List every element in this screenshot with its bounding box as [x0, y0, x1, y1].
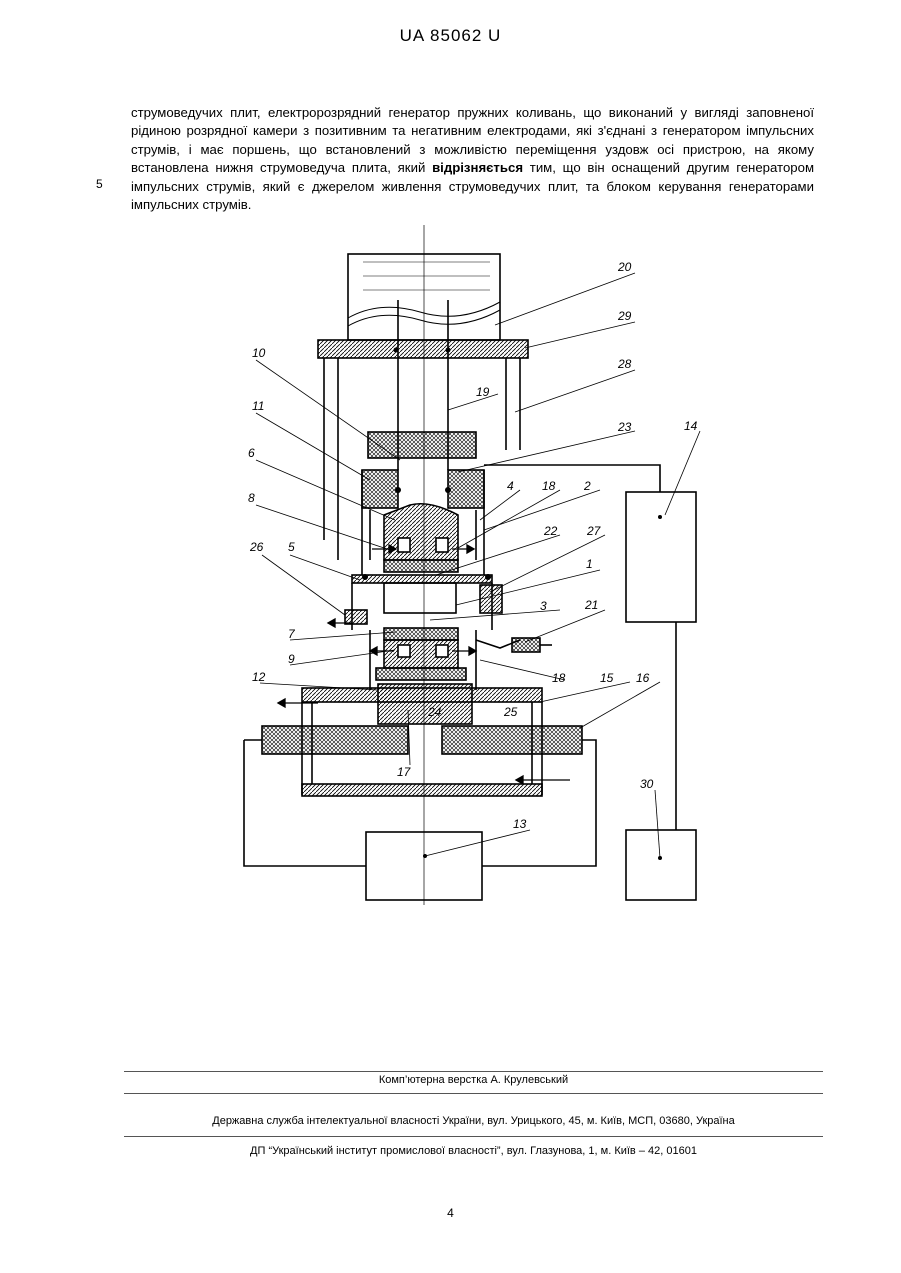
label-18-lower: 18 — [552, 671, 566, 685]
patent-number-header: UA 85062 U — [0, 26, 901, 46]
label-2: 2 — [583, 479, 591, 493]
label-27: 27 — [586, 524, 602, 538]
label-3: 3 — [540, 599, 547, 613]
label-7: 7 — [288, 627, 296, 641]
label-18-upper: 18 — [542, 479, 556, 493]
label-29: 29 — [617, 309, 632, 323]
claim-text: струмоведучих плит, електророзрядний ген… — [131, 104, 814, 214]
label-4: 4 — [507, 479, 514, 493]
footer-institute: ДП “Український інститут промислової вла… — [124, 1145, 823, 1157]
page-number: 4 — [0, 1206, 901, 1220]
line-number: 5 — [96, 177, 103, 191]
label-16: 16 — [636, 671, 650, 685]
technical-drawing: 1 2 3 4 5 6 7 8 9 10 11 12 13 14 15 16 1… — [200, 222, 760, 912]
label-5: 5 — [288, 540, 295, 554]
footer-rule-3 — [124, 1136, 823, 1137]
label-25: 25 — [503, 705, 518, 719]
footer-rule-1 — [124, 1071, 823, 1072]
label-10: 10 — [252, 346, 266, 360]
label-15: 15 — [600, 671, 614, 685]
label-17: 17 — [397, 765, 412, 779]
footer-agency: Державна служба інтелектуальної власност… — [124, 1115, 823, 1127]
claim-text-bold: відрізняється — [432, 160, 523, 175]
label-20: 20 — [617, 260, 632, 274]
label-26: 26 — [249, 540, 264, 554]
label-24: 24 — [427, 705, 442, 719]
label-22: 22 — [543, 524, 558, 538]
label-12: 12 — [252, 670, 266, 684]
label-13: 13 — [513, 817, 527, 831]
footer-rule-2 — [124, 1093, 823, 1094]
label-30: 30 — [640, 777, 654, 791]
label-8: 8 — [248, 491, 255, 505]
label-19: 19 — [476, 385, 490, 399]
label-9: 9 — [288, 652, 295, 666]
label-14: 14 — [684, 419, 698, 433]
label-21: 21 — [584, 598, 598, 612]
label-1: 1 — [586, 557, 593, 571]
footer-layout-credit: Комп’ютерна верстка А. Крулевський — [124, 1074, 823, 1086]
label-11: 11 — [252, 399, 264, 413]
label-28: 28 — [617, 357, 632, 371]
label-23: 23 — [617, 420, 632, 434]
label-6: 6 — [248, 446, 255, 460]
